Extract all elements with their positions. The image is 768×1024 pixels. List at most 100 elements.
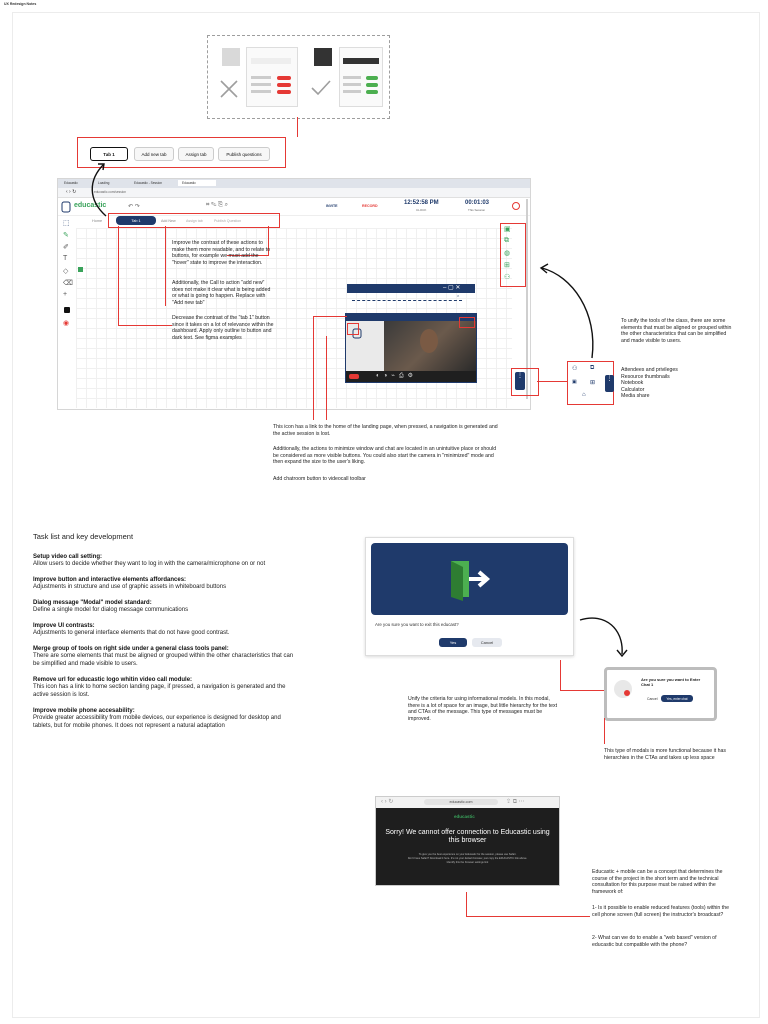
task-description: Define a single model for dialog message… xyxy=(33,607,189,613)
note-mobile-q1: 1- Is it possible to enable reduced feat… xyxy=(592,905,729,918)
modal-cancel-button[interactable]: Cancel xyxy=(472,638,502,647)
app-tab-1[interactable]: Tab 1 xyxy=(116,216,156,225)
task-heading: Improve button and interactive elements … xyxy=(33,577,187,583)
app-logo-text[interactable]: educastic xyxy=(74,202,107,209)
task-description: Adjustments in structure and use of grap… xyxy=(33,584,227,590)
add-new-tab-button[interactable]: Add new tab xyxy=(134,147,174,161)
note-mobile-intro: Educastic + mobile can be a concept that… xyxy=(592,869,723,895)
clock-value: 12:52:58 PM xyxy=(404,200,439,206)
video-control-icons[interactable]: ◐◑⌁⎙⚙ xyxy=(376,373,418,379)
mobile-logo: educastic xyxy=(454,814,475,819)
arrow-to-small-modal xyxy=(579,617,628,658)
tools-toggle-old[interactable]: ⋮ xyxy=(515,372,525,390)
plus-icon[interactable]: + xyxy=(63,291,68,298)
expand-arrow-icon[interactable]: ⌃ xyxy=(456,295,461,301)
mobile-body-line: To give you the best experience on your … xyxy=(418,853,517,856)
small-modal-frame: Are you sure you want to Enter Chat 1 Ca… xyxy=(604,667,717,721)
cross-icon xyxy=(220,80,238,98)
home-link[interactable]: Home xyxy=(92,219,103,223)
file-label: UX Redesign Notes xyxy=(4,2,37,6)
browser-tab-active[interactable]: Educastic xyxy=(178,180,216,186)
small-modal-cancel[interactable]: Cancel xyxy=(647,697,658,701)
resource-tool-icon[interactable]: ⧉ xyxy=(590,365,595,371)
window-controls-icon[interactable]: – ▢ ✕ xyxy=(443,285,461,291)
calculator-icon[interactable]: ⊞ xyxy=(504,262,510,269)
camera-icon[interactable]: ◉ xyxy=(63,320,70,327)
note-tab1: Decrease the contrast of the "tab 1" but… xyxy=(172,315,274,341)
video-header xyxy=(346,314,476,321)
highlighter-icon[interactable]: ✐ xyxy=(63,244,69,251)
note-add-new: Additionally, the Call to action "add ne… xyxy=(172,280,271,306)
scrollbar[interactable] xyxy=(526,199,528,399)
mobile-action-icons[interactable]: ⇪ ⧉ ⋯ xyxy=(506,799,525,805)
tools-list-item: Attendees and privileges xyxy=(621,367,678,373)
mobile-url[interactable]: educastic.com xyxy=(424,799,498,805)
dark-swatch xyxy=(314,48,332,66)
task-heading: Setup video call setting: xyxy=(33,554,103,560)
task-list-title: Task list and key development xyxy=(33,532,134,541)
calculator-tool-icon[interactable]: ⊞ xyxy=(590,380,596,386)
browser-tab[interactable]: Eduсastic xyxy=(64,181,78,185)
page-indicator xyxy=(78,267,83,272)
task-item: Improve mobile phone accesability: Provi… xyxy=(33,708,298,730)
pen-tool-icon[interactable]: ✎ xyxy=(63,232,69,239)
app-assign-tab[interactable]: Assign tab xyxy=(186,219,203,223)
invite-button[interactable]: INVITE xyxy=(326,204,338,208)
shape-tool-icon[interactable]: ◇ xyxy=(63,268,69,275)
note-tools: To unify the tools of the class, there a… xyxy=(621,318,732,344)
tools-highlight xyxy=(500,223,526,287)
end-call-button[interactable] xyxy=(349,374,359,379)
timer-value: 00:01:03 xyxy=(465,200,490,206)
eraser-icon[interactable]: ⌫ xyxy=(63,280,73,287)
record-button[interactable]: RECORD xyxy=(362,204,378,208)
home-logo-icon[interactable] xyxy=(352,327,362,339)
small-modal-confirm[interactable]: Yes, enter chat xyxy=(661,695,693,702)
tools-toggle-new[interactable]: ⋮ xyxy=(605,375,614,392)
text-tool-icon[interactable]: T xyxy=(63,255,68,262)
task-item: Setup video call setting: Allow users to… xyxy=(33,554,298,568)
mobile-nav-icons[interactable]: ‹ › ↻ xyxy=(381,799,394,805)
attendees-tool-icon[interactable]: ⚇ xyxy=(572,366,578,372)
check-icon xyxy=(311,80,331,96)
task-description: Allow users to decide whether they want … xyxy=(33,561,266,567)
task-heading: Improve UI contrasts: xyxy=(33,623,95,629)
attendees-icon[interactable]: ⚇ xyxy=(504,274,511,281)
mobile-body-line: Identify this the browser settings link xyxy=(446,861,489,864)
assign-tab-button[interactable]: Assign tab xyxy=(178,147,214,161)
undo-redo-icons[interactable]: ↶ ↷ xyxy=(128,204,140,210)
url-field[interactable]: educastic.com/session xyxy=(94,190,127,194)
notebook-tool-icon[interactable]: ▣ xyxy=(572,379,577,385)
color-swatch[interactable] xyxy=(64,307,70,313)
tab-1-button[interactable]: Tab 1 xyxy=(90,147,128,161)
light-swatch xyxy=(222,48,240,66)
video-call-window: ◐◑⌁⎙⚙ xyxy=(345,313,477,383)
exit-modal: Are you sure you want to exit this educa… xyxy=(365,537,574,656)
chat-icon[interactable]: ◍ xyxy=(504,250,511,257)
modal-question: Are you sure you want to exit this educa… xyxy=(375,622,459,627)
app-add-new[interactable]: Add New xyxy=(161,219,176,223)
minimize-highlight xyxy=(459,317,475,328)
header-tool-icons[interactable]: ⌗ ✎ ⎘ ⌕ xyxy=(206,202,229,208)
notebook-icon[interactable]: ▣ xyxy=(504,226,511,233)
tools-list-item: Notebook xyxy=(621,380,644,387)
resources-icon[interactable]: ⧉ xyxy=(504,237,509,244)
clock-label: CLOCK xyxy=(416,208,427,212)
dark-panel-preview xyxy=(339,47,383,107)
educastic-logo-icon[interactable] xyxy=(61,200,71,213)
home-logo-highlight xyxy=(347,323,359,335)
browser-tab[interactable]: Educastic - Session xyxy=(134,181,162,185)
nav-arrows-icon[interactable]: ‹ › ↻ xyxy=(66,189,77,195)
task-heading: Improve mobile phone accesability: xyxy=(33,708,135,714)
publish-questions-button[interactable]: Publish questions xyxy=(218,147,270,161)
select-tool-icon[interactable]: ⬚ xyxy=(63,220,70,227)
power-icon[interactable] xyxy=(512,202,520,210)
note-chatroom: Add chatroom button to videocall toolbar xyxy=(273,476,366,482)
mobile-screen: ‹ › ↻ educastic.com ⇪ ⧉ ⋯ educastic Sorr… xyxy=(375,796,560,886)
modal-yes-button[interactable]: Yes xyxy=(439,638,467,647)
video-window-titlebar: – ▢ ✕ xyxy=(347,284,475,293)
mobile-body-line: Don't have Safari? Download it here. It'… xyxy=(407,857,528,860)
app-publish-question[interactable]: Publish Question xyxy=(214,219,242,223)
browser-tab[interactable]: Loading xyxy=(98,181,110,185)
mobile-addressbar: ‹ › ↻ educastic.com ⇪ ⧉ ⋯ xyxy=(376,797,559,808)
media-share-icon[interactable]: ⌂ xyxy=(582,392,586,398)
